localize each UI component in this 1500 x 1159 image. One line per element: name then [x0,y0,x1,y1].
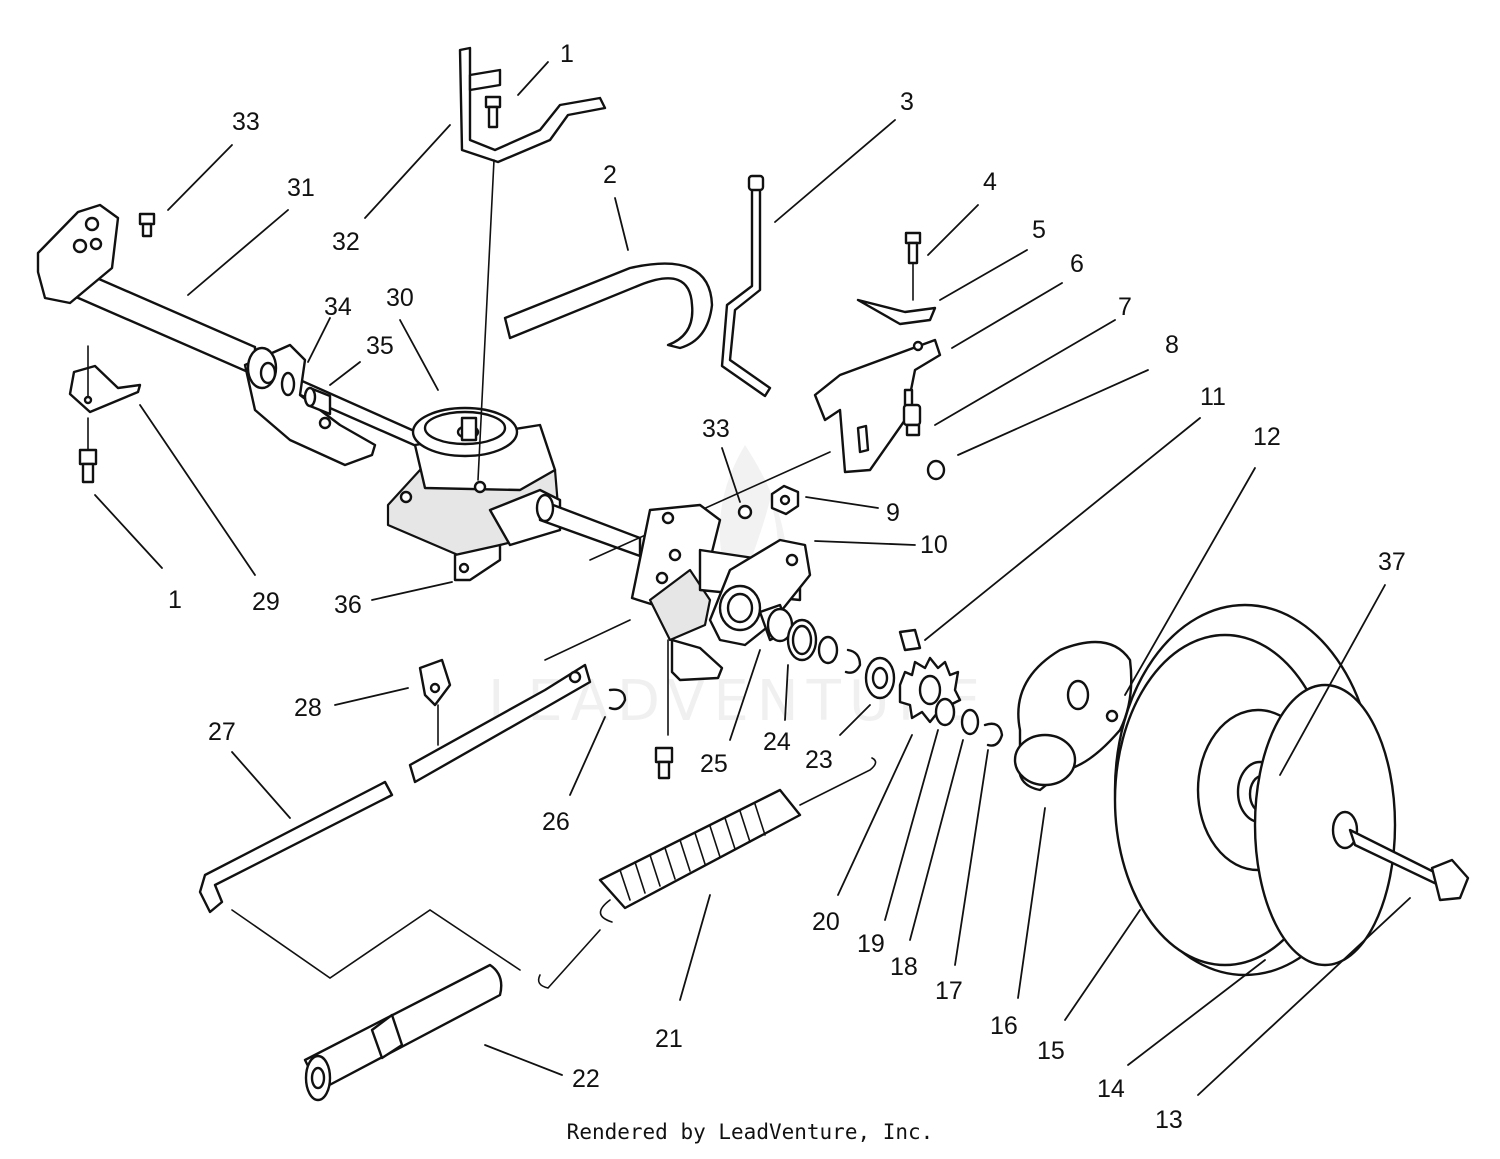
callout-24: 24 [763,728,791,756]
callout-26: 26 [542,808,570,836]
small-bracket [68,345,142,451]
drive-cup-16 [1013,640,1133,792]
washer-18 [960,708,980,736]
callout-25: 25 [700,750,728,778]
bolt-4 [904,231,922,301]
callout-3: 3 [900,88,914,116]
callout-9: 9 [886,499,900,527]
callout-10: 10 [920,531,948,559]
bushing [758,603,794,643]
callout-20: 20 [812,908,840,936]
handle-grip [303,963,503,1102]
bracket-plate [667,638,724,736]
callout-28: 28 [294,694,322,722]
control-arm [408,619,631,784]
callout-21: 21 [655,1025,683,1053]
nut-8 [926,459,946,481]
shift-lever [458,46,607,481]
wheel-bolt-13 [1331,810,1470,902]
callout-7: 7 [1118,293,1132,321]
callout-13: 13 [1155,1106,1183,1134]
bolt-33-top [138,212,156,238]
callout-16: 16 [990,1012,1018,1040]
callout-18: 18 [890,953,918,981]
callout-12: 12 [1253,423,1281,451]
axle-washers [280,371,332,416]
mounting-bracket [589,338,942,561]
callout-23: 23 [805,746,833,774]
clip-5 [856,298,937,326]
handle-rod [198,780,521,979]
hubcap-14 [1253,683,1397,967]
drive-belt [503,262,714,350]
bolt-7 [902,403,922,437]
callout-27: 27 [208,718,236,746]
clip-17 [983,722,1004,747]
callout-8: 8 [1165,331,1179,359]
spring [598,757,877,923]
callout-labels: 1 3 2 4 5 6 7 8 11 12 37 33 31 32 34 30 … [168,40,1406,1134]
ring-clip [844,648,862,674]
callout-1-bottom: 1 [168,586,182,614]
transmission [386,406,642,582]
callout-32: 32 [332,228,360,256]
axle-end-plate [36,203,120,305]
callout-29: 29 [252,588,280,616]
callout-6: 6 [1070,250,1084,278]
control-rod [720,174,772,398]
callout-15: 15 [1037,1037,1065,1065]
callout-19: 19 [857,930,885,958]
callout-1-top: 1 [560,40,574,68]
bolt-25 [654,746,674,780]
bolt-1-bottom [78,448,98,484]
plate-10 [708,538,812,647]
leader-lines [94,61,1411,1096]
washer-23 [817,635,839,665]
spring-hook [537,929,601,989]
callout-30: 30 [386,284,414,312]
callout-36: 36 [334,591,362,619]
key-11 [898,628,922,652]
nut-9 [770,484,800,516]
clip-28 [418,658,452,746]
callout-4: 4 [983,168,997,196]
callout-37: 37 [1378,548,1406,576]
callout-31: 31 [287,174,315,202]
callout-34: 34 [324,293,352,321]
callout-33-mid: 33 [702,415,730,443]
callout-5: 5 [1032,216,1046,244]
callout-33-top: 33 [232,108,260,136]
callout-14: 14 [1097,1075,1125,1103]
callout-2: 2 [603,161,617,189]
callout-17: 17 [935,977,963,1005]
washer-19 [934,697,956,727]
washer-24 [786,618,818,662]
hub-23 [864,656,896,700]
callout-22: 22 [572,1065,600,1093]
callout-35: 35 [366,332,394,360]
ring-26 [608,688,627,711]
credit-line: Rendered by LeadVenture, Inc. [566,1120,934,1144]
callout-11: 11 [1200,383,1226,411]
